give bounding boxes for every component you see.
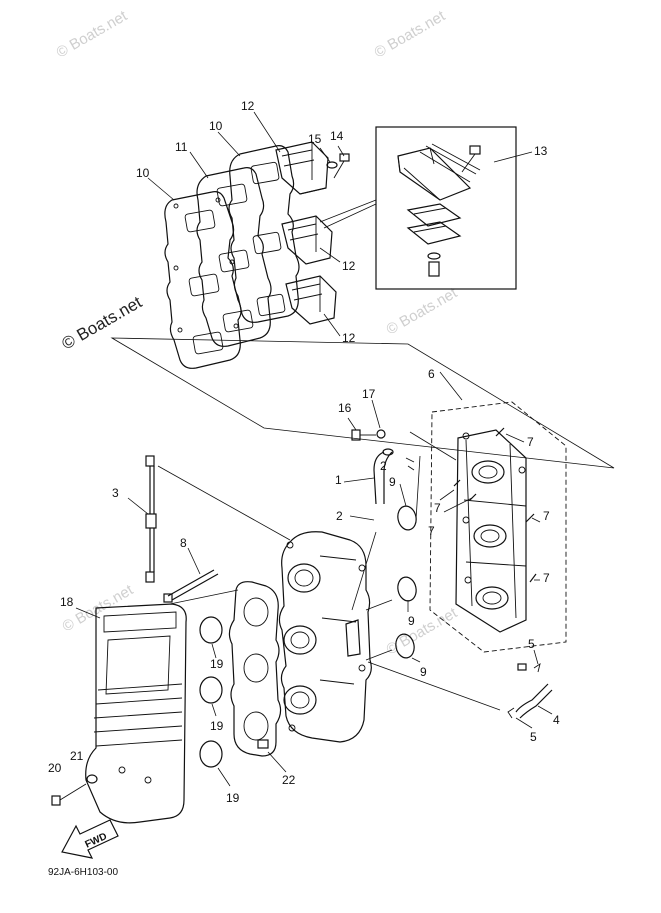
gasket-10-front <box>164 191 242 369</box>
watermark: © Boats.net <box>384 284 461 338</box>
screw-14 <box>333 153 350 179</box>
leader-10-front <box>147 177 175 201</box>
callout-9: 9 <box>420 665 427 679</box>
callout-1: 1 <box>335 473 342 487</box>
watermark: © Boats.net <box>59 292 146 353</box>
callout-11: 11 <box>175 140 188 154</box>
washer-21 <box>86 774 98 784</box>
reed-valve-inset-13 <box>375 126 517 290</box>
callout-21: 21 <box>70 749 84 763</box>
callout-8: 8 <box>180 536 187 550</box>
leader-12-top <box>253 111 281 153</box>
leader-inset <box>319 199 377 229</box>
callout-16: 16 <box>338 401 352 415</box>
intake-manifold <box>278 531 372 743</box>
leader-13 <box>493 151 533 163</box>
pin-7 <box>495 427 505 437</box>
callout-2: 2 <box>380 459 387 473</box>
watermark: © Boats.net <box>372 7 449 61</box>
callout-4: 4 <box>553 713 560 727</box>
leader-12-mid <box>319 247 341 263</box>
stud-8 <box>163 569 219 603</box>
callout-9: 9 <box>389 475 396 489</box>
callout-20: 20 <box>48 761 62 775</box>
hose-1 <box>373 451 393 505</box>
clip-17 <box>376 429 386 439</box>
washer-15 <box>326 161 338 169</box>
gasket-19 <box>199 740 223 768</box>
gasket-9 <box>397 505 417 531</box>
leader-15 <box>319 147 331 163</box>
clip-5 <box>533 662 541 673</box>
callout-13: 13 <box>534 144 548 158</box>
leader-10-rear <box>217 131 241 157</box>
fitting <box>517 663 527 671</box>
callout-10: 10 <box>136 166 150 180</box>
leader-11 <box>189 151 209 179</box>
pin-7 <box>525 513 535 523</box>
callout-18: 18 <box>60 595 74 609</box>
callout-7: 7 <box>543 509 550 523</box>
callout-6: 6 <box>428 367 435 381</box>
reed-valve-body-6 <box>429 401 567 653</box>
callout-7: 7 <box>543 571 550 585</box>
callout-2: 2 <box>336 509 343 523</box>
callout-7: 7 <box>434 501 441 515</box>
callout-19: 19 <box>226 791 240 805</box>
gasket-22 <box>228 581 282 757</box>
leader-12-bot <box>323 313 341 337</box>
hose-4 <box>515 683 553 719</box>
pin-7 <box>529 573 537 583</box>
reed-valve-12-bottom <box>285 275 337 325</box>
callout-7: 7 <box>527 435 534 449</box>
callout-3: 3 <box>112 486 119 500</box>
silencer-cover-18 <box>85 603 187 824</box>
callout-12: 12 <box>241 99 255 113</box>
diagram-code: 92JA-6H103-00 <box>48 867 118 878</box>
callout-14: 14 <box>330 129 344 143</box>
fwd-label: FWD <box>83 831 108 851</box>
hose-1-end <box>382 448 394 456</box>
callout-22: 22 <box>282 773 296 787</box>
callout-17: 17 <box>362 387 376 401</box>
rod-3 <box>145 455 157 583</box>
callout-7: 7 <box>428 524 435 538</box>
fwd-arrow-icon: FWD <box>61 819 119 859</box>
assembly-outline <box>110 337 615 469</box>
callout-19: 19 <box>210 719 224 733</box>
callout-5: 5 <box>528 637 535 651</box>
clip-5 <box>507 707 515 719</box>
callout-12: 12 <box>342 331 356 345</box>
gasket-19 <box>199 676 223 704</box>
callout-15: 15 <box>308 132 322 146</box>
callout-19: 19 <box>210 657 224 671</box>
watermark: © Boats.net <box>54 7 131 61</box>
pin-7 <box>453 479 461 487</box>
gasket-9 <box>395 633 415 659</box>
bolt-20 <box>51 783 87 806</box>
callout-10: 10 <box>209 119 223 133</box>
watermark: © Boats.net <box>384 604 461 658</box>
hose-tie <box>405 457 415 471</box>
pin-7 <box>469 493 477 501</box>
gasket-19 <box>199 616 223 644</box>
gasket-9 <box>397 576 417 602</box>
callout-12: 12 <box>342 259 356 273</box>
callout-9: 9 <box>408 614 415 628</box>
callout-5: 5 <box>530 730 537 744</box>
reed-valve-12-mid <box>281 215 333 265</box>
reed-valve-12-top <box>275 141 329 195</box>
leader-14 <box>337 145 345 157</box>
